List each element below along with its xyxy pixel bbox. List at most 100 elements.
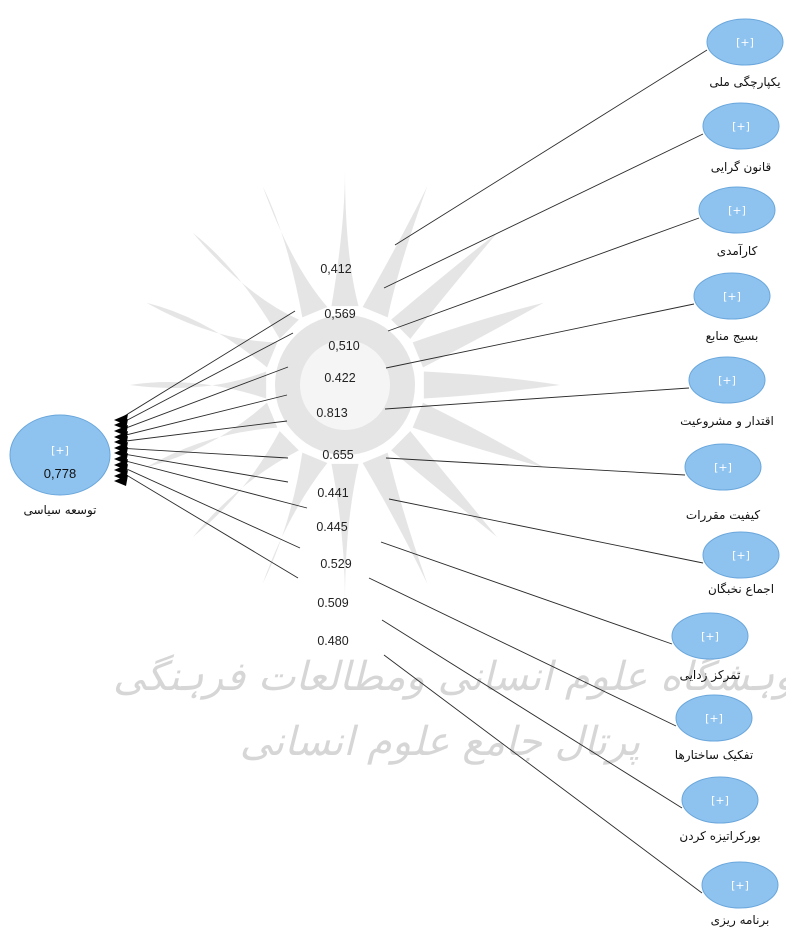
watermark-ray xyxy=(192,431,299,538)
indicator-label: کارآمدی xyxy=(717,243,758,259)
indicator-ellipse xyxy=(693,272,771,320)
target-ellipse xyxy=(9,414,111,496)
indicator-node[interactable]: [+] xyxy=(706,18,784,66)
indicator-nodes: [+]یکپارچگی ملی[+]قانون گرایی[+]کارآمدی[… xyxy=(671,18,784,928)
watermark-emblem xyxy=(130,170,560,600)
watermark-ray xyxy=(146,402,278,468)
indicator-plus: [+] xyxy=(718,374,736,387)
indicator-label: تفکیک ساختارها xyxy=(675,748,753,763)
indicator-label: تمرکز زدایی xyxy=(680,668,741,683)
watermark-ray xyxy=(423,371,560,399)
indicator-label: بسیج منابع xyxy=(706,329,759,343)
edge-indicator-5 xyxy=(385,457,686,476)
indicator-ellipse xyxy=(671,612,749,660)
indicator-plus: [+] xyxy=(705,712,723,725)
edge-target-2 xyxy=(117,366,289,432)
watermark-ray xyxy=(412,302,544,368)
indicator-plus: [+] xyxy=(711,794,729,807)
coef-2: 0,510 xyxy=(328,339,359,353)
edge-indicator-3 xyxy=(385,303,695,369)
target-plus: [+] xyxy=(51,444,69,457)
indicator-node[interactable]: [+] xyxy=(688,356,766,404)
edge-indicator-10 xyxy=(383,654,703,894)
edge-indicator-2 xyxy=(387,217,700,332)
indicator-node[interactable]: [+] xyxy=(693,272,771,320)
indicator-plus: [+] xyxy=(732,549,750,562)
indicator-plus: [+] xyxy=(728,204,746,217)
watermark-text-line1: پژوہشگاه علوم انسانی ومطالعات فرہنگی xyxy=(113,654,786,700)
edge-target-0 xyxy=(117,310,296,421)
indicator-node[interactable]: [+] xyxy=(681,776,759,824)
watermark-ray xyxy=(362,186,428,318)
indicator-node[interactable]: [+] xyxy=(702,531,780,579)
indicator-plus: [+] xyxy=(736,36,754,49)
watermark-text-line2: پرتال جامع علوم انسانی xyxy=(240,719,641,765)
coef-9: 0.509 xyxy=(317,596,348,610)
indicator-ellipse xyxy=(706,18,784,66)
indicator-ellipse xyxy=(688,356,766,404)
edge-indicator-7 xyxy=(380,541,673,645)
target-label: توسعه سیاسی xyxy=(23,503,96,518)
watermark-ray xyxy=(262,452,328,584)
indicator-ellipse xyxy=(684,443,762,491)
indicator-ellipse xyxy=(701,861,779,909)
edge-target-1 xyxy=(117,332,294,426)
coef-10: 0.480 xyxy=(317,634,348,648)
indicator-plus: [+] xyxy=(732,120,750,133)
indicator-label: قانون گرایی xyxy=(711,160,772,175)
edge-indicator-9 xyxy=(381,619,683,809)
watermark-ray xyxy=(331,463,359,600)
indicator-node[interactable]: [+] xyxy=(701,861,779,909)
coef-5: 0.655 xyxy=(322,448,353,462)
indicator-ellipse xyxy=(681,776,759,824)
watermark-ray xyxy=(391,232,498,339)
watermark-ray xyxy=(391,431,498,538)
coef-6: 0.441 xyxy=(317,486,348,500)
edge-target-9 xyxy=(117,469,299,579)
indicator-node[interactable]: [+] xyxy=(671,612,749,660)
coef-0: 0,412 xyxy=(320,262,351,276)
coef-7: 0.445 xyxy=(316,520,347,534)
indicator-label: برنامه ریزی xyxy=(711,913,770,928)
watermark-ray xyxy=(130,371,267,399)
edge-indicator-4 xyxy=(384,387,690,410)
coef-3: 0.422 xyxy=(324,371,355,385)
coef-4: 0.813 xyxy=(316,406,347,420)
arrowheads xyxy=(114,414,128,486)
watermark-ray xyxy=(362,452,428,584)
indicator-label: کیفیت مقررات xyxy=(686,508,760,523)
target-r2: 0,778 xyxy=(44,466,77,481)
edge-target-6 xyxy=(117,452,289,483)
indicator-plus: [+] xyxy=(731,879,749,892)
indicator-node[interactable]: [+] xyxy=(675,694,753,742)
edge-indicator-6 xyxy=(388,498,704,564)
watermark-ray xyxy=(331,170,359,307)
edges xyxy=(117,49,708,894)
coef-8: 0.529 xyxy=(320,557,351,571)
watermark-ray xyxy=(262,186,328,318)
watermark-ray xyxy=(412,402,544,468)
watermark-ray xyxy=(146,302,278,368)
indicator-label: اجماع نخبگان xyxy=(708,582,774,596)
indicator-ellipse xyxy=(702,531,780,579)
indicator-node[interactable]: [+] xyxy=(702,102,780,150)
indicator-node[interactable]: [+] xyxy=(698,186,776,234)
indicator-label: بورکراتیزه کردن xyxy=(679,829,760,844)
indicator-plus: [+] xyxy=(714,461,732,474)
coefficients: 0,412 0,569 0,510 0.422 0.813 0.655 0.441 0.445… xyxy=(316,262,359,648)
edge-target-3 xyxy=(117,394,288,438)
indicator-ellipse xyxy=(702,102,780,150)
edge-indicator-1 xyxy=(383,133,704,289)
edge-indicator-8 xyxy=(368,577,677,727)
indicator-node[interactable]: [+] xyxy=(684,443,762,491)
indicator-plus: [+] xyxy=(701,630,719,643)
indicator-plus: [+] xyxy=(723,290,741,303)
indicator-label: اقتدار و مشروعیت xyxy=(680,414,774,429)
indicator-ellipse xyxy=(675,694,753,742)
coef-1: 0,569 xyxy=(324,307,355,321)
target-node[interactable]: [+] 0,778 xyxy=(9,414,111,496)
indicator-ellipse xyxy=(698,186,776,234)
edge-target-7 xyxy=(117,458,308,509)
arrowhead xyxy=(114,475,128,486)
